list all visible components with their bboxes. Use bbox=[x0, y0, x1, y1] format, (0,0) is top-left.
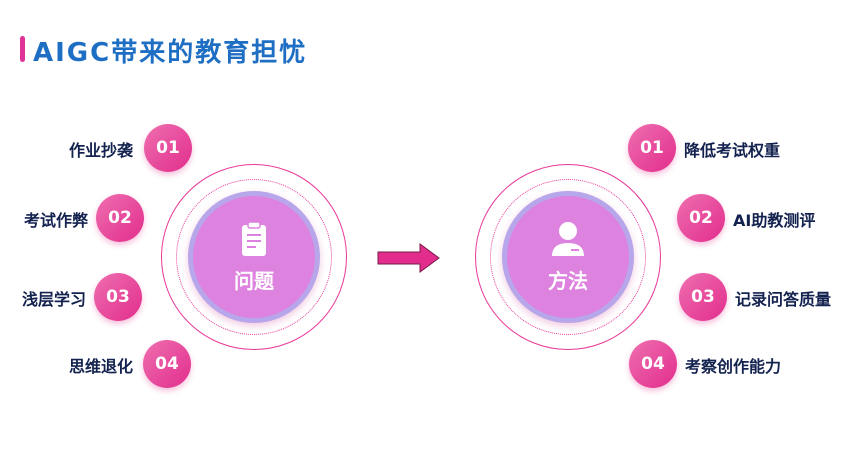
problem-badge-1: 01 bbox=[144, 124, 192, 172]
method-label: 方法 bbox=[548, 268, 588, 293]
problem-circle: 问题 bbox=[188, 191, 320, 323]
problem-item-2: 考试作弊 bbox=[23, 211, 88, 230]
method-item-1: 降低考试权重 bbox=[684, 141, 781, 160]
problem-dotted-ring bbox=[176, 179, 332, 335]
clipboard-icon bbox=[242, 220, 266, 256]
problem-badge-4: 04 bbox=[143, 340, 191, 388]
method-badge-1: 01 bbox=[628, 124, 676, 172]
method-dotted-ring bbox=[490, 179, 646, 335]
problem-badge-3: 03 bbox=[94, 273, 142, 321]
method-item-4: 考察创作能力 bbox=[685, 357, 782, 376]
method-badge-4: 04 bbox=[629, 340, 677, 388]
method-outer-ring bbox=[475, 164, 661, 350]
problem-item-3: 浅层学习 bbox=[21, 290, 86, 309]
method-badge-2: 02 bbox=[677, 194, 725, 242]
page-title: AIGC带来的教育担忧 bbox=[33, 38, 308, 68]
user-icon bbox=[552, 221, 584, 256]
problem-label: 问题 bbox=[234, 268, 274, 293]
problem-badge-2: 02 bbox=[96, 194, 144, 242]
method-item-2: AI助教测评 bbox=[733, 211, 816, 230]
method-item-3: 记录问答质量 bbox=[735, 290, 832, 309]
title-accent-bar bbox=[20, 36, 25, 62]
arrow-right-icon bbox=[377, 243, 440, 273]
problem-item-1: 作业抄袭 bbox=[68, 141, 133, 160]
problem-item-4: 思维退化 bbox=[68, 357, 133, 376]
method-badge-3: 03 bbox=[679, 273, 727, 321]
problem-outer-ring bbox=[161, 164, 347, 350]
method-circle: 方法 bbox=[502, 191, 634, 323]
